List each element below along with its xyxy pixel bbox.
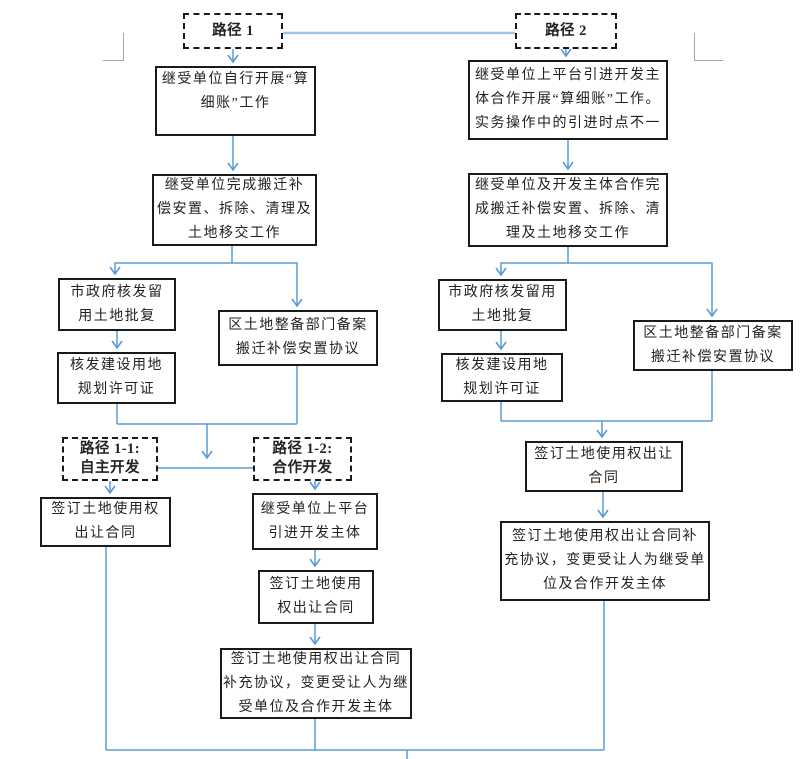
- node-p2-record-text: 区土地整备部门备案 搬迁补偿安置协议: [643, 325, 783, 365]
- node-p12-supplement-text: 签订土地使用权出让合同 补充协议，变更受让人为继 受单位及合作开发主体: [223, 651, 409, 715]
- node-p2-city-approval-text: 市政府核发留用 土地批复: [448, 285, 557, 324]
- node-p1-planning-permit: 核发建设用地 规划许可证: [57, 352, 176, 404]
- node-p2-contract-text: 签订土地使用权出让 合同: [534, 446, 674, 486]
- node-p1-step2-text: 继受单位完成搬迁补 偿安置、拆除、清理及 土地移交工作: [157, 178, 312, 241]
- node-p12-introduce: 继受单位上平台 引进开发主体: [252, 493, 378, 550]
- node-p12-contract: 签订土地使用 权出让合同: [258, 570, 374, 624]
- node-path12-label: 路径 1-2: 合作开发: [253, 437, 352, 481]
- connector-p2-step2-to-city: [495, 247, 569, 277]
- node-p11-contract-text: 签订土地使用权 出让合同: [51, 502, 160, 541]
- connector-p2-step2-to-record: [568, 262, 718, 318]
- node-path2-label: 路径 2: [515, 13, 617, 49]
- connector-step2-to-record: [232, 262, 303, 308]
- node-p1-record: 区土地整备部门备案 搬迁补偿安置协议: [218, 310, 378, 366]
- node-p12-supplement: 签订土地使用权出让合同 补充协议，变更受让人为继 受单位及合作开发主体: [220, 648, 412, 719]
- node-p2-planning-permit-text: 核发建设用地 规划许可证: [455, 357, 549, 397]
- node-path1-label: 路径 1: [183, 13, 283, 49]
- node-p2-record: 区土地整备部门备案 搬迁补偿安置协议: [633, 320, 793, 371]
- node-p2-step2: 继受单位及开发主体合作完 成搬迁补偿安置、拆除、清 理及土地移交工作: [468, 173, 668, 247]
- node-path11-label: 路径 1-1: 自主开发: [62, 437, 158, 481]
- node-p12-contract-text: 签订土地使用 权出让合同: [269, 577, 363, 616]
- node-p11-contract: 签订土地使用权 出让合同: [40, 497, 171, 547]
- node-path12-label-text: 路径 1-2: 合作开发: [272, 441, 333, 476]
- node-p1-step2: 继受单位完成搬迁补 偿安置、拆除、清理及 土地移交工作: [152, 174, 317, 246]
- node-p1-step1-text: 继受单位自行开展“算 细账”工作: [161, 72, 310, 111]
- node-p2-supplement-text: 签订土地使用权出让合同补 充协议，变更受让人为继受单 位及合作开发主体: [504, 529, 706, 592]
- node-p2-planning-permit: 核发建设用地 规划许可证: [441, 353, 563, 402]
- node-p2-step1: 继受单位上平台引进开发主 体合作开展“算细账”工作。 实务操作中的引进时点不一: [468, 60, 668, 140]
- node-path11-label-text: 路径 1-1: 自主开发: [79, 441, 141, 476]
- node-path1-label-text: 路径 1: [212, 22, 254, 39]
- node-p2-city-approval: 市政府核发留用 土地批复: [438, 279, 567, 331]
- node-p2-contract: 签订土地使用权出让 合同: [525, 441, 683, 492]
- node-p1-city-approval-text: 市政府核发留 用土地批复: [70, 284, 164, 324]
- page-corner-mark-left: [103, 33, 124, 61]
- node-p1-step1: 继受单位自行开展“算 细账”工作: [155, 66, 316, 136]
- connector-step2-to-city: [109, 246, 233, 276]
- node-p1-record-text: 区土地整备部门备案 搬迁补偿安置协议: [228, 318, 368, 357]
- node-path2-label-text: 路径 2: [545, 22, 587, 39]
- node-p2-supplement: 签订土地使用权出让合同补 充协议，变更受让人为继受单 位及合作开发主体: [500, 521, 710, 601]
- node-p1-city-approval: 市政府核发留 用土地批复: [58, 278, 176, 331]
- node-p1-planning-permit-text: 核发建设用地 规划许可证: [70, 358, 163, 397]
- node-p12-introduce-text: 继受单位上平台 引进开发主体: [260, 501, 370, 541]
- node-p2-step2-text: 继受单位及开发主体合作完 成搬迁补偿安置、拆除、清 理及土地移交工作: [475, 178, 661, 241]
- page-corner-mark-right: [694, 33, 723, 61]
- node-p2-step1-text: 继受单位上平台引进开发主 体合作开展“算细账”工作。 实务操作中的引进时点不一: [475, 68, 661, 131]
